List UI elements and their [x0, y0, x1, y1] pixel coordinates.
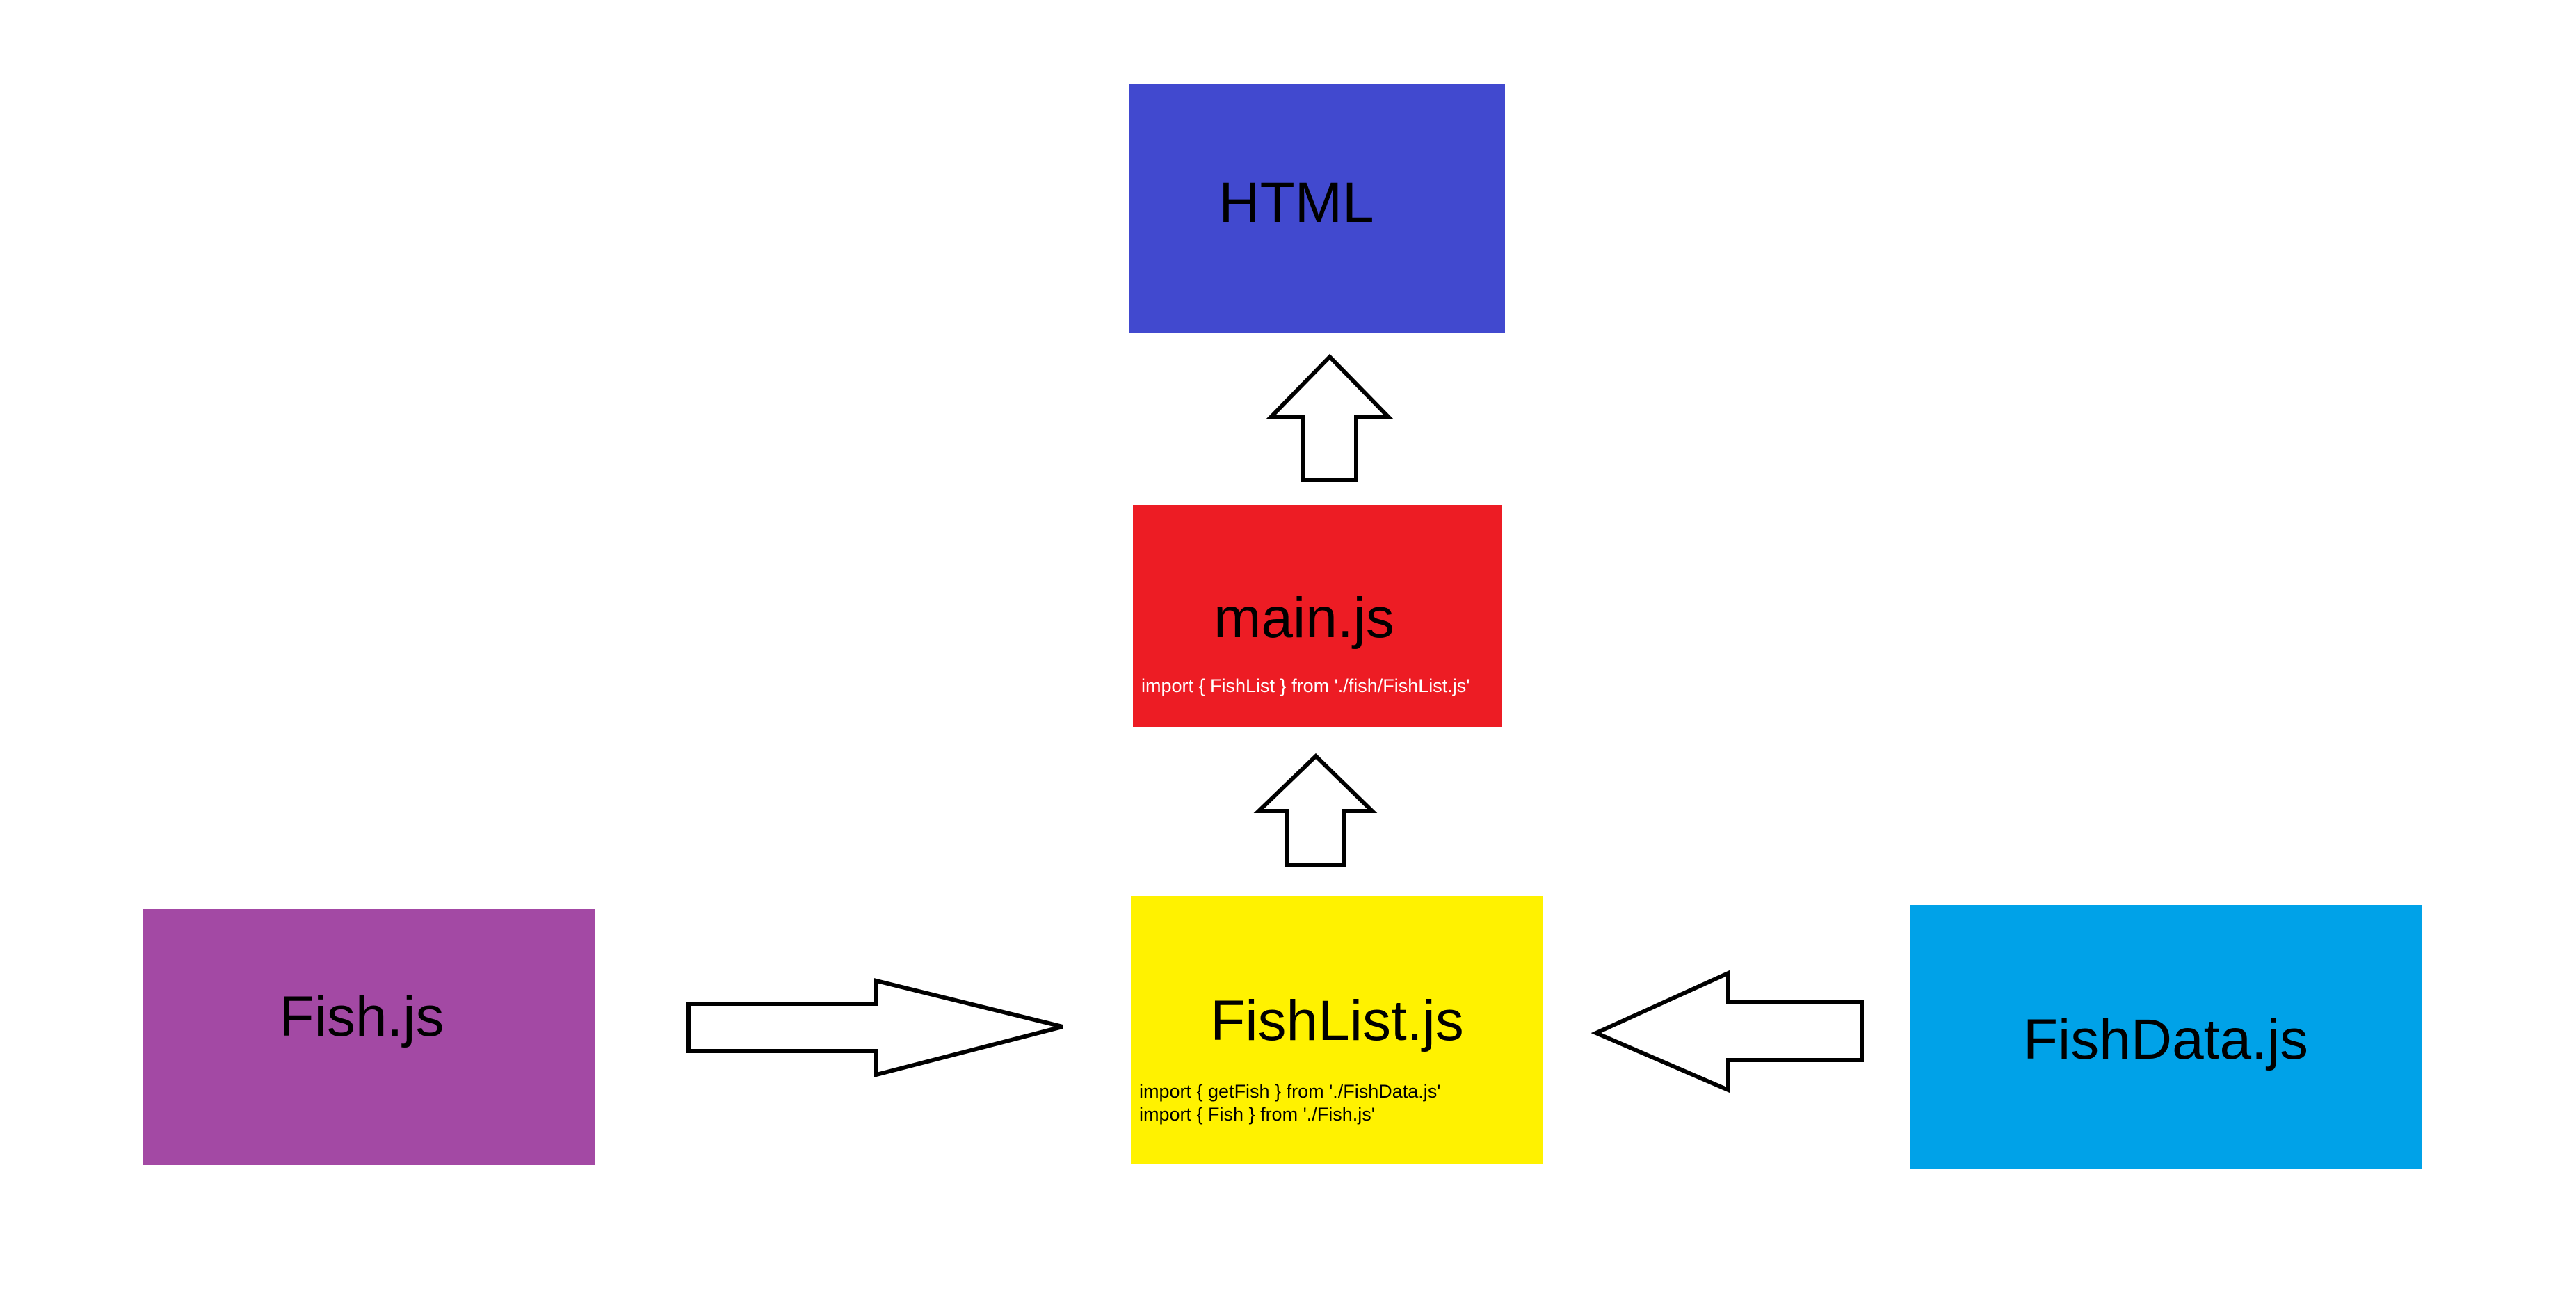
fishlist-js-import-fish: import { Fish } from './Fish.js' [1139, 1104, 1375, 1125]
fishlist-js-imports: import { getFish } from './FishData.js' … [1139, 1080, 1440, 1126]
fishlist-js-node-label: FishList.js [1210, 989, 1464, 1052]
fish-js-node-label: Fish.js [279, 985, 444, 1048]
fishlist-js-import-getfish: import { getFish } from './FishData.js' [1139, 1081, 1441, 1102]
main-js-node: main.js import { FishList } from './fish… [1133, 505, 1502, 727]
main-js-node-label: main.js [1214, 586, 1394, 650]
html-node: HTML [1129, 84, 1505, 333]
arrow-fishdata-to-fishlist [1591, 970, 1864, 1093]
fishdata-js-node-label: FishData.js [2022, 1008, 2309, 1071]
fishdata-js-node: FishData.js [1910, 905, 2422, 1169]
fish-js-node: Fish.js [143, 909, 595, 1165]
arrow-fishlist-to-main [1253, 753, 1378, 867]
arrow-fish-to-fishlist [686, 978, 1063, 1077]
fishlist-js-node: FishList.js import { getFish } from './F… [1131, 896, 1543, 1164]
main-js-import-line: import { FishList } from './fish/FishLis… [1141, 675, 1470, 696]
html-node-label: HTML [1218, 171, 1374, 234]
arrow-main-to-html [1265, 353, 1394, 482]
